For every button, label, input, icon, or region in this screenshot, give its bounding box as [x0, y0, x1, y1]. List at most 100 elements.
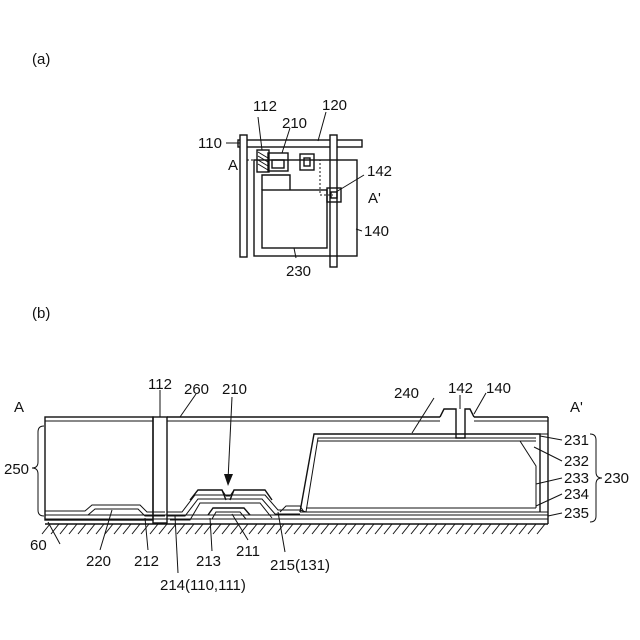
label-260: 260	[184, 381, 209, 398]
hatch-mark	[339, 524, 347, 534]
label-142: 142	[367, 163, 392, 180]
label-142-b: 142	[448, 380, 473, 397]
hatch-mark	[78, 524, 86, 534]
label-240: 240	[394, 385, 419, 402]
hatch-mark	[501, 524, 509, 534]
hatch-mark	[429, 524, 437, 534]
hatch-mark	[456, 524, 464, 534]
label-A: A	[228, 157, 238, 174]
hatch-mark	[96, 524, 104, 534]
label-112-b: 112	[148, 376, 172, 393]
hatch-mark	[438, 524, 446, 534]
label-212: 212	[134, 553, 159, 570]
label-210-b: 210	[222, 381, 247, 398]
label-A-prime-b: A'	[570, 399, 583, 416]
brace-250	[32, 426, 44, 516]
hatch-mark	[492, 524, 500, 534]
hatch-mark	[402, 524, 410, 534]
label-120: 120	[322, 97, 347, 114]
tft-210-channel	[272, 160, 284, 168]
hatch-mark	[87, 524, 95, 534]
label-211: 211	[236, 543, 260, 560]
panel-b-cross-section: 112 260 210 240 142 140 A A' 250 231 232…	[4, 376, 629, 594]
hatch-mark	[348, 524, 356, 534]
contact-hole-inner	[304, 158, 310, 166]
hatch-mark	[447, 524, 455, 534]
hatch-mark	[258, 524, 266, 534]
hatch-mark	[303, 524, 311, 534]
label-231: 231	[564, 432, 589, 449]
hatch-mark	[384, 524, 392, 534]
hatch-mark	[114, 524, 122, 534]
hatch-mark	[528, 524, 536, 534]
label-140-b: 140	[486, 380, 511, 397]
hatch-mark	[330, 524, 338, 534]
brace-230	[590, 434, 602, 522]
label-230: 230	[286, 263, 311, 280]
via-112	[153, 417, 167, 523]
hatch-mark	[366, 524, 374, 534]
gate-line-110	[238, 140, 362, 147]
hatch-mark	[393, 524, 401, 534]
hatch-mark	[123, 524, 131, 534]
hatch-mark	[159, 524, 167, 534]
hatch-mark	[411, 524, 419, 534]
panel-a-title: (a)	[32, 51, 50, 68]
label-210: 210	[282, 115, 307, 132]
hatch-mark	[42, 524, 50, 534]
hatch-mark	[186, 524, 194, 534]
label-A-prime: A'	[368, 190, 381, 207]
label-214: 214(110,111)	[160, 577, 246, 594]
data-line-left	[240, 135, 247, 257]
panel-b-title: (b)	[32, 305, 50, 322]
label-233: 233	[564, 470, 589, 487]
label-A-b: A	[14, 399, 24, 416]
hatch-mark	[474, 524, 482, 534]
hatch-mark	[420, 524, 428, 534]
hatch-mark	[150, 524, 158, 534]
hatch-mark	[465, 524, 473, 534]
hatch-mark	[519, 524, 527, 534]
hatch-mark	[195, 524, 203, 534]
hatch-mark	[177, 524, 185, 534]
label-112: 112	[253, 98, 277, 115]
label-232: 232	[564, 453, 589, 470]
hatch-mark	[69, 524, 77, 534]
hatch-mark	[483, 524, 491, 534]
hatch-mark	[285, 524, 293, 534]
hatch-mark	[537, 524, 545, 534]
data-line-120	[330, 135, 337, 267]
label-213: 213	[196, 553, 221, 570]
hatch-mark	[294, 524, 302, 534]
hatch-mark	[60, 524, 68, 534]
label-234: 234	[564, 486, 589, 503]
hatch-mark	[312, 524, 320, 534]
hatch-mark	[321, 524, 329, 534]
label-60: 60	[30, 537, 47, 554]
region-230	[262, 190, 327, 248]
hatch-mark	[375, 524, 383, 534]
label-250: 250	[4, 461, 29, 478]
hatch-mark	[141, 524, 149, 534]
contact-hole	[300, 154, 314, 170]
step-edge	[262, 175, 290, 190]
hatch-mark	[168, 524, 176, 534]
hatch-mark	[357, 524, 365, 534]
substrate-60-hatch	[42, 524, 545, 534]
hatch-mark	[213, 524, 221, 534]
label-110: 110	[198, 135, 222, 152]
hatch-mark	[132, 524, 140, 534]
label-220: 220	[86, 553, 111, 570]
hatch-mark	[510, 524, 518, 534]
label-235: 235	[564, 505, 589, 522]
label-230-b: 230	[604, 470, 629, 487]
label-140: 140	[364, 223, 389, 240]
hatch-mark	[222, 524, 230, 534]
panel-a-plan-view: 112 120 110 210 A 142 A' 140 230	[198, 97, 392, 280]
label-215: 215(131)	[270, 557, 330, 574]
hatch-mark	[267, 524, 275, 534]
hatch-mark	[249, 524, 257, 534]
hatch-mark	[231, 524, 239, 534]
